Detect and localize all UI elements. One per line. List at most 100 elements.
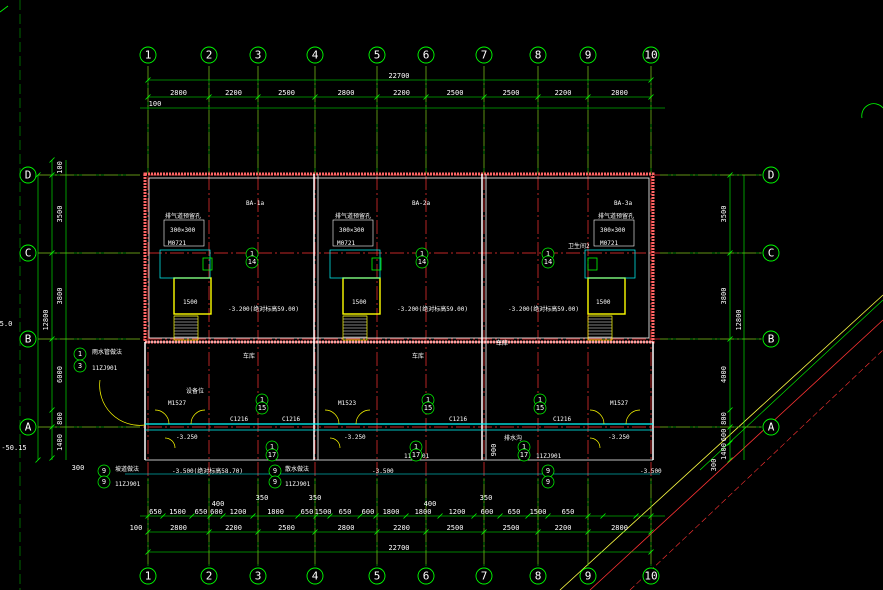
axis-label-B-left: B xyxy=(25,333,32,346)
dim-top-seg-0: 2800 xyxy=(170,89,187,97)
dim-top-seg-4: 2200 xyxy=(393,89,410,97)
axis-label-3-bottom: 3 xyxy=(255,570,262,583)
dim-top-seg-8: 2800 xyxy=(611,89,628,97)
dim-bottom-seg-6: 2500 xyxy=(503,524,520,532)
stair-size-1: 1500 xyxy=(183,299,198,306)
detail-ref-bubble-25 xyxy=(541,475,555,489)
dim-right-seg-3: 800 xyxy=(720,412,728,425)
dim-tick xyxy=(648,529,654,535)
detail-ref-label-12: 1 xyxy=(270,443,274,451)
dim-left-seg-3: 6000 xyxy=(56,366,64,383)
axis-bubble-B-left xyxy=(19,330,37,348)
dim-pier-2: 350 xyxy=(309,494,322,502)
dim-bottom-detail-1: 1500 xyxy=(169,508,186,516)
dim-top-seg-1: 2200 xyxy=(225,89,242,97)
axis-label-3-top: 3 xyxy=(255,49,262,62)
level-3: -3.200(绝对标高59.00) xyxy=(508,305,579,313)
detail-ref-label-2: 1 xyxy=(546,250,550,258)
door-tag-1: M0721 xyxy=(168,240,186,247)
axis-bubble-2-top xyxy=(200,46,218,64)
dim-tick xyxy=(145,77,151,83)
dim-top-seg-3: 2800 xyxy=(338,89,355,97)
dim-right-seg-1: 3800 xyxy=(720,288,728,305)
dim-left-seg-2: 3800 xyxy=(56,288,64,305)
room-tag-1: BA-1a xyxy=(246,200,264,207)
detail-ref-label-6: 1 xyxy=(260,396,264,404)
axis-bubble-C-right xyxy=(762,244,780,262)
level-1: -3.200(绝对标高59.00) xyxy=(228,305,299,313)
window-tag-2: M1523 xyxy=(338,400,356,407)
dim-pier-4: 350 xyxy=(480,494,493,502)
dim-tick-v xyxy=(727,250,733,256)
detail-ref-label-25: 9 xyxy=(546,478,550,486)
window-tag-1: M1527 xyxy=(168,400,186,407)
detail-ref-label-17: 17 xyxy=(520,451,528,459)
axis-bubble-A-left xyxy=(19,418,37,436)
dim-bottom-detail-2: 650 xyxy=(195,508,208,516)
dim-tick xyxy=(189,513,195,519)
shaft-size-3: 300×300 xyxy=(600,227,626,234)
dim-left-seg-5: 1400 xyxy=(56,434,64,451)
dim-tick-v xyxy=(727,336,733,342)
dim-left-misc-2: -50.15 xyxy=(1,444,26,452)
dim-bottom-seg-1: 2200 xyxy=(225,524,242,532)
detail-ref-label-18: 1 xyxy=(78,350,82,358)
detail-ref-label-23: 9 xyxy=(273,478,277,486)
dim-tick-v xyxy=(49,250,55,256)
dim-tick-v xyxy=(49,407,55,413)
dim-tick xyxy=(373,513,379,519)
dim-pier-3: 400 xyxy=(424,500,437,508)
axis-label-D-left: D xyxy=(25,169,32,182)
dim-tick-v xyxy=(49,424,55,430)
dim-bottom-detail-12: 1200 xyxy=(449,508,466,516)
detail-ref-label-20: 9 xyxy=(102,467,106,475)
small-tag-3: C1216 xyxy=(449,416,467,423)
axis-label-2-top: 2 xyxy=(206,49,213,62)
dim-tick xyxy=(374,94,380,100)
dim-left-seg-1: 3500 xyxy=(56,206,64,223)
dim-bottom-seg-8: 2800 xyxy=(611,524,628,532)
axis-bubble-9-bottom xyxy=(579,567,597,585)
dim-tick xyxy=(357,513,363,519)
detail-ref-label-0: 1 xyxy=(250,250,254,258)
dim-tick xyxy=(481,529,487,535)
lower-level-3: -3.250 xyxy=(608,434,630,441)
axis-label-10-bottom: 10 xyxy=(644,570,657,583)
axis-bubble-7-bottom xyxy=(475,567,493,585)
detail-ref-bubble-23 xyxy=(268,475,282,489)
base-level-3: -3.500 xyxy=(640,468,662,475)
dim-tick xyxy=(374,529,380,535)
detail-ref-label-7: 1 xyxy=(426,396,430,404)
dim-top-seg-6: 2500 xyxy=(503,89,520,97)
axis-bubble-8-bottom xyxy=(529,567,547,585)
axis-label-1-top: 1 xyxy=(145,49,152,62)
axis-bubble-C-left xyxy=(19,244,37,262)
axis-bubble-7-top xyxy=(475,46,493,64)
dim-tick xyxy=(600,513,606,519)
dim-pier-1: 400 xyxy=(212,500,225,508)
dim-bottom-detail-16: 650 xyxy=(562,508,575,516)
dim-tick-v xyxy=(727,440,733,446)
garage-2: 车库 xyxy=(412,352,424,360)
detail-ref-label-9: 15 xyxy=(258,404,266,412)
std-ref-2: 11ZJ901 xyxy=(115,481,141,488)
base-level-1: -3.500(绝对标高58.70) xyxy=(172,467,243,475)
axis-bubble-6-top xyxy=(417,46,435,64)
axis-label-A-left: A xyxy=(25,421,32,434)
dim-tick-v xyxy=(727,407,733,413)
axis-label-C-left: C xyxy=(25,247,32,260)
dim-right-seg-4: 600 xyxy=(720,429,728,442)
axis-bubble-5-top xyxy=(368,46,386,64)
detail-ref-bubble-10 xyxy=(421,401,435,415)
dim-tick xyxy=(423,94,429,100)
axis-label-7-bottom: 7 xyxy=(481,570,488,583)
axis-label-C-right: C xyxy=(768,247,775,260)
axis-label-D-right: D xyxy=(768,169,775,182)
dim-tick xyxy=(255,94,261,100)
dim-tick xyxy=(145,513,151,519)
room-tag-3: BA-3a xyxy=(614,200,632,207)
dim-left-overall: 12800 xyxy=(42,309,50,330)
axis-label-4-bottom: 4 xyxy=(312,570,319,583)
axis-label-6-top: 6 xyxy=(423,49,430,62)
